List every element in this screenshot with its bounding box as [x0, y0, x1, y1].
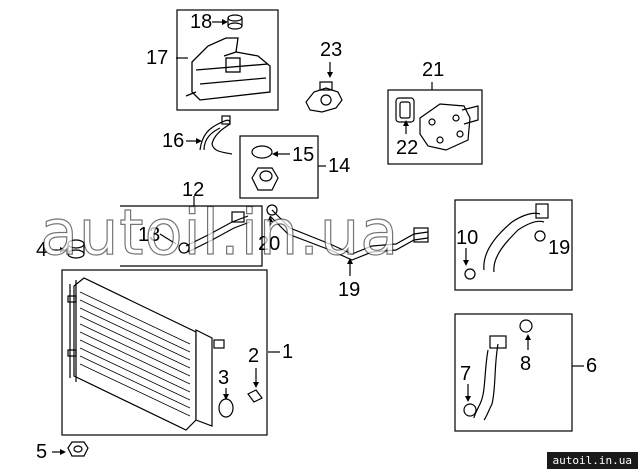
lower-hose-group-box — [454, 313, 573, 432]
arrow-3 — [223, 394, 229, 400]
label-4: 4 — [36, 239, 48, 261]
label-8: 8 — [520, 353, 532, 375]
water-outlet-group-box — [239, 135, 319, 199]
hose-clamp-20 — [266, 204, 278, 216]
bypass-hose-group-bracket — [120, 205, 263, 267]
label-18: 18 — [190, 11, 213, 33]
label-23: 23 — [320, 39, 343, 61]
label-16: 16 — [162, 130, 185, 152]
label-19-pipe: 19 — [338, 279, 361, 301]
label-19-hose: 19 — [548, 237, 571, 259]
reservoir-hose — [199, 115, 233, 155]
label-2: 2 — [248, 345, 260, 367]
label-21: 21 — [422, 59, 445, 81]
label-12: 12 — [182, 179, 205, 201]
arrow-15 — [272, 151, 278, 157]
label-13: 13 — [138, 224, 161, 246]
o-ring-3 — [218, 398, 234, 418]
label-1: 1 — [282, 341, 294, 363]
hose-clamp-13 — [178, 242, 190, 254]
arrow-4 — [60, 247, 66, 253]
coolant-reservoir — [185, 37, 271, 101]
radiator-group-box — [61, 269, 268, 436]
temperature-sensor — [305, 81, 343, 113]
arrow-10 — [463, 260, 469, 266]
label-17: 17 — [146, 47, 169, 69]
reservoir-group-box — [176, 9, 279, 111]
radiator-side-tank — [195, 329, 225, 427]
label-3: 3 — [218, 367, 230, 389]
footer-site-tag: autoil.in.ua — [546, 452, 638, 469]
reservoir-cap — [227, 14, 243, 30]
lower-radiator-hose — [463, 319, 533, 421]
arrow-8 — [525, 334, 531, 340]
arrow-22 — [403, 120, 409, 126]
radiator-cap — [67, 239, 85, 259]
arrow-16 — [196, 138, 202, 144]
arrow-18 — [222, 19, 228, 25]
label-6: 6 — [586, 355, 598, 377]
upper-radiator-hose — [464, 203, 549, 280]
label-22: 22 — [396, 137, 419, 159]
upper-hose-group-box — [454, 199, 573, 291]
label-7: 7 — [460, 363, 472, 385]
thermostat-housing-group-box — [387, 89, 483, 165]
drain-plug-2 — [247, 389, 263, 403]
arrow-23 — [327, 72, 333, 78]
leader-13 — [159, 233, 177, 245]
arrow-20 — [267, 216, 273, 222]
mount-bushing — [67, 441, 89, 457]
arrow-2 — [253, 382, 259, 388]
label-10: 10 — [456, 227, 479, 249]
arrow-5 — [60, 449, 66, 455]
label-5: 5 — [36, 441, 48, 463]
arrow-19 — [347, 258, 353, 264]
arrow-7 — [465, 396, 471, 402]
label-14: 14 — [328, 155, 351, 177]
radiator-core — [67, 277, 197, 431]
thermostat-housing — [419, 103, 479, 151]
label-15: 15 — [292, 144, 315, 166]
water-outlet — [251, 145, 279, 191]
heater-pipe-assembly — [185, 209, 429, 261]
label-20: 20 — [258, 233, 281, 255]
thermostat-gasket — [395, 97, 415, 123]
